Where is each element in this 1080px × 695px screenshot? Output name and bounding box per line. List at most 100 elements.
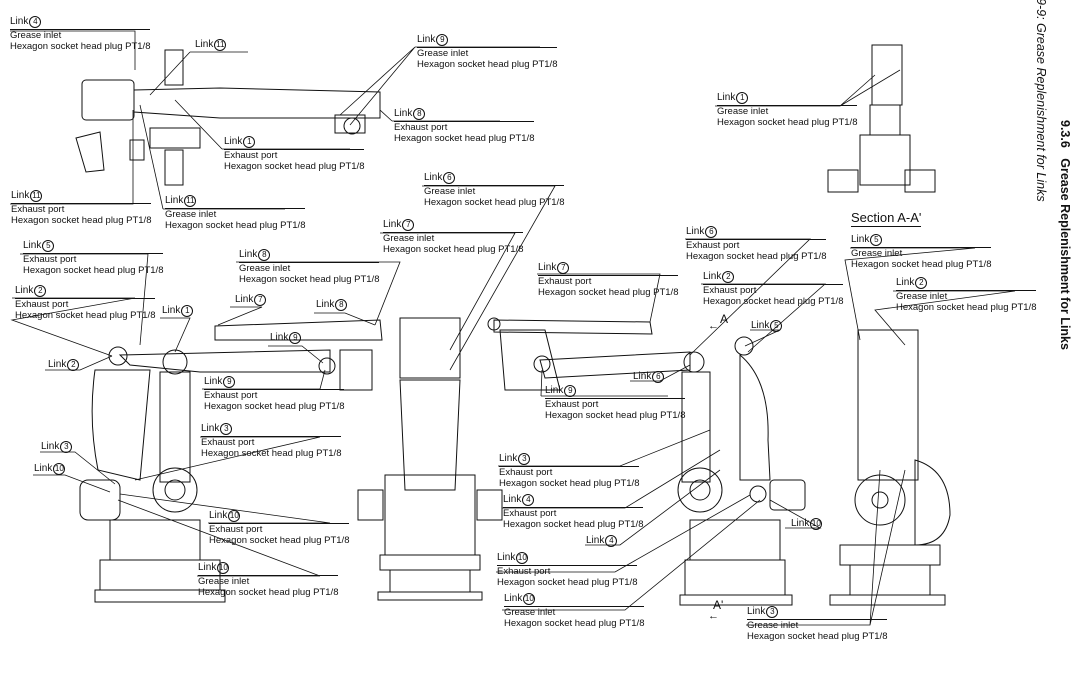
port-type: Grease inlet: [896, 291, 948, 302]
link-label: Link: [417, 34, 436, 45]
link-label: Link: [15, 285, 34, 296]
link-number: 9: [436, 34, 449, 46]
plug-spec: Hexagon socket head plug PT1/8: [383, 244, 524, 255]
rule: [499, 466, 640, 467]
link-label: Link: [48, 359, 67, 370]
arrow-left-icon: ←: [708, 320, 719, 332]
plug-spec: Hexagon socket head plug PT1/8: [424, 197, 565, 208]
port-type: Grease inlet: [424, 186, 476, 197]
link-number: 4: [605, 535, 618, 547]
port-type: Exhaust port: [545, 399, 599, 410]
link-label: Link: [751, 320, 770, 331]
link-number: 1: [243, 136, 256, 148]
link-label: Link: [586, 535, 605, 546]
link-number: 5: [42, 240, 55, 252]
view-marker-text: A: [720, 312, 729, 326]
link-number: 3: [220, 423, 233, 435]
port-type: Grease inlet: [717, 106, 769, 117]
rule: [851, 247, 992, 248]
link-label: Link: [198, 562, 217, 573]
link-label: Link: [10, 16, 29, 27]
link-number: 10: [523, 593, 536, 605]
link-number: 9: [564, 385, 577, 397]
view-marker-a: A: [720, 312, 728, 326]
port-type: Exhaust port: [11, 204, 65, 215]
rule: [11, 203, 152, 204]
arrow-left-icon: ←: [708, 610, 719, 622]
link-number: 6: [705, 226, 718, 238]
rule: [15, 298, 156, 299]
plug-spec: Hexagon socket head plug PT1/8: [394, 133, 535, 144]
rule: [209, 523, 350, 524]
link-number: 5: [770, 320, 783, 332]
plug-spec: Hexagon socket head plug PT1/8: [499, 478, 640, 489]
link-number: 4: [522, 494, 535, 506]
port-type: Exhaust port: [703, 285, 757, 296]
top-view-robot: [75, 49, 381, 186]
link-label: Link: [316, 299, 335, 310]
link-number: 11: [30, 190, 43, 202]
link-label: Link: [686, 226, 705, 237]
rule: [23, 253, 164, 254]
link-number: 8: [258, 249, 271, 261]
rule: [424, 185, 565, 186]
rule: [204, 389, 345, 390]
rule: [165, 208, 306, 209]
rule: [747, 619, 888, 620]
plug-spec: Hexagon socket head plug PT1/8: [503, 519, 644, 530]
view-marker-text: A': [713, 598, 724, 612]
plug-spec: Hexagon socket head plug PT1/8: [165, 220, 306, 231]
link-label: Link: [11, 190, 30, 201]
plug-spec: Hexagon socket head plug PT1/8: [686, 251, 827, 262]
rule: [198, 575, 339, 576]
plug-spec: Hexagon socket head plug PT1/8: [497, 577, 638, 588]
link-label: Link: [235, 294, 254, 305]
side-view-robot-left: [79, 319, 383, 603]
link-number: 2: [915, 277, 928, 289]
section-title: Grease Replenishment for Links: [1058, 158, 1072, 350]
port-type: Grease inlet: [747, 620, 799, 631]
link-label: Link: [538, 262, 557, 273]
port-type: Exhaust port: [499, 467, 553, 478]
link-label: Link: [394, 108, 413, 119]
link-number: 7: [557, 262, 570, 274]
section-view: [827, 44, 951, 606]
link-label: Link: [209, 510, 228, 521]
link-number: 2: [67, 359, 80, 371]
figure-caption: 9-9: Grease Replenishment for Links: [1034, 0, 1048, 202]
link-label: Link: [747, 606, 766, 617]
port-type: Grease inlet: [239, 263, 291, 274]
rule: [538, 275, 679, 276]
port-type: Grease inlet: [851, 248, 903, 259]
port-type: Exhaust port: [503, 508, 557, 519]
link-number: 6: [652, 371, 665, 383]
link-number: 1: [736, 92, 749, 104]
plug-spec: Hexagon socket head plug PT1/8: [538, 287, 679, 298]
plug-spec: Hexagon socket head plug PT1/8: [10, 41, 151, 52]
plug-spec: Hexagon socket head plug PT1/8: [204, 401, 345, 412]
link-number: 9: [289, 332, 302, 344]
